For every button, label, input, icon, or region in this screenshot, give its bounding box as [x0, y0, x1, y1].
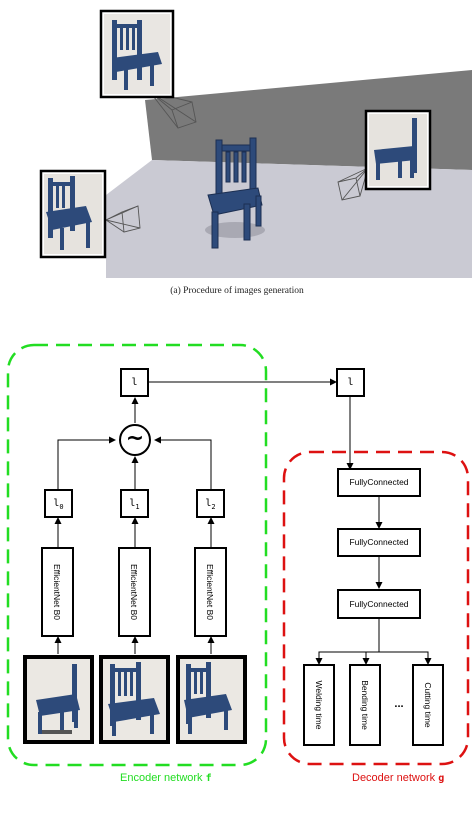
encoder-label: Encoder network f	[120, 772, 212, 784]
latent-label-2: l2	[205, 498, 216, 511]
latent-label-0: l0	[53, 498, 64, 511]
output-label-bending: Bending time	[360, 680, 370, 730]
output-box-welding	[303, 664, 335, 746]
rendered-view-top	[99, 9, 175, 99]
decoder-container	[282, 450, 470, 766]
encoder-output-label: l	[131, 377, 138, 388]
decoder-input-node	[336, 368, 365, 397]
latent-label-1: l1	[129, 498, 140, 511]
input-image-1	[99, 655, 170, 744]
fc-layer-label-3: FullyConnected	[349, 599, 409, 609]
scene-chair	[207, 137, 263, 249]
encoder-output-node	[120, 368, 149, 397]
encoder-container	[6, 343, 268, 767]
input-image-0	[23, 655, 94, 744]
combine-operator	[119, 424, 151, 456]
backbone-label-2: EfficientNet B0	[205, 563, 215, 621]
backbone-label-0: EfficientNet B0	[52, 563, 62, 621]
fc-layer-3	[337, 589, 421, 619]
fc-layer-2	[337, 528, 421, 557]
decoder-input-label: l	[347, 377, 354, 388]
latent-node-1	[120, 489, 149, 518]
backbone-box-1	[118, 547, 151, 637]
camera-left-icon	[105, 205, 141, 233]
image-generation-illustration	[39, 9, 472, 278]
backbone-box-2	[194, 547, 227, 637]
decoder-label: Decoder network g	[352, 772, 445, 784]
fc-layer-label-2: FullyConnected	[349, 537, 409, 547]
rendered-view-left	[39, 169, 107, 259]
latent-node-0	[44, 489, 73, 518]
output-box-cutting	[412, 664, 444, 746]
camera-right-icon	[337, 167, 369, 201]
output-ellipsis: ...	[394, 698, 404, 710]
output-label-cutting: Cutting time	[423, 682, 433, 728]
fc-layer-1	[337, 468, 421, 497]
output-box-bending	[349, 664, 381, 746]
backbone-box-0	[41, 547, 74, 637]
output-label-welding: Welding time	[314, 680, 324, 730]
latent-node-2	[196, 489, 225, 518]
combine-symbol: ~	[125, 426, 145, 451]
backbone-label-1: EfficientNet B0	[129, 563, 139, 621]
figure-caption: (a) Procedure of images generation	[170, 286, 304, 296]
input-image-2	[176, 655, 247, 744]
fc-layer-label-1: FullyConnected	[349, 477, 409, 487]
rendered-view-right	[364, 109, 432, 191]
